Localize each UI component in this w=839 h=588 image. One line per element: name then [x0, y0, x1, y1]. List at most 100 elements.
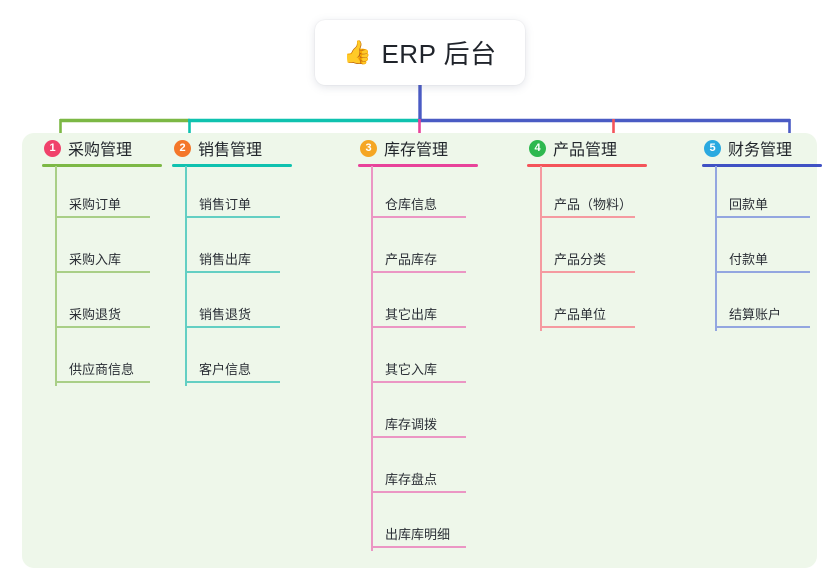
- branch-header-underline: [42, 164, 162, 167]
- branch-item[interactable]: 结算账户: [702, 276, 839, 331]
- branch-item-list: 采购订单采购入库采购退货供应商信息: [42, 166, 192, 386]
- branch-item[interactable]: 销售出库: [172, 221, 322, 276]
- branch-title: 采购管理: [68, 142, 133, 159]
- thumbs-up-icon: 👍: [343, 39, 373, 65]
- branch-item-underline: [715, 326, 810, 328]
- branch-header-underline: [172, 164, 292, 167]
- branch-item[interactable]: 库存调拨: [358, 386, 508, 441]
- branch-header-underline: [527, 164, 647, 167]
- branch-item-underline: [371, 271, 466, 273]
- root-node-card[interactable]: 👍 ERP 后台: [315, 20, 525, 85]
- branch-item-underline: [371, 546, 466, 548]
- branch-item-underline: [185, 271, 280, 273]
- branch-header-4[interactable]: 4 产品管理: [527, 133, 677, 163]
- branch-item[interactable]: 销售退货: [172, 276, 322, 331]
- branch-item-label: 回款单: [729, 197, 769, 212]
- branch-item-label: 销售出库: [199, 252, 252, 267]
- branch-item-underline: [371, 216, 466, 218]
- branch-item-underline: [55, 326, 150, 328]
- branch-title: 财务管理: [728, 142, 793, 159]
- branch-item-label: 采购退货: [69, 307, 122, 322]
- branch-item-label: 产品库存: [385, 252, 438, 267]
- branch-item-label: 客户信息: [199, 362, 252, 377]
- branch-index-badge: 5: [704, 139, 721, 157]
- branch-stem-line: [55, 166, 57, 386]
- branch-item-underline: [185, 326, 280, 328]
- branch-column-1: 1 采购管理采购订单采购入库采购退货供应商信息: [42, 133, 192, 386]
- branch-item-label: 库存调拨: [385, 417, 438, 432]
- branch-item-label: 产品分类: [554, 252, 607, 267]
- branch-item[interactable]: 仓库信息: [358, 166, 508, 221]
- branch-item[interactable]: 采购退货: [42, 276, 192, 331]
- branch-item[interactable]: 付款单: [702, 221, 839, 276]
- branch-item[interactable]: 回款单: [702, 166, 839, 221]
- branch-title: 产品管理: [553, 142, 618, 159]
- branch-index-badge: 4: [529, 139, 546, 157]
- branch-header-2[interactable]: 2 销售管理: [172, 133, 322, 163]
- branch-item-label: 仓库信息: [385, 197, 438, 212]
- branch-item-label: 采购订单: [69, 197, 122, 212]
- branch-item-label: 出库库明细: [385, 527, 451, 542]
- branch-item-underline: [540, 326, 635, 328]
- branch-title: 销售管理: [198, 142, 263, 159]
- branch-item-label: 销售退货: [199, 307, 252, 322]
- branch-index-badge: 3: [360, 139, 377, 157]
- branch-stem-line: [540, 166, 542, 331]
- branch-item[interactable]: 库存盘点: [358, 441, 508, 496]
- branch-item-underline: [55, 271, 150, 273]
- branch-index-badge: 2: [174, 139, 191, 157]
- branch-item[interactable]: 出库库明细: [358, 496, 508, 551]
- branch-item-label: 结算账户: [729, 307, 782, 322]
- branch-item-list: 仓库信息产品库存其它出库其它入库库存调拨库存盘点出库库明细: [358, 166, 508, 551]
- branch-item-list: 销售订单销售出库销售退货客户信息: [172, 166, 322, 386]
- branch-item[interactable]: 产品（物料）: [527, 166, 677, 221]
- branch-column-2: 2 销售管理销售订单销售出库销售退货客户信息: [172, 133, 322, 386]
- branch-item-label: 销售订单: [199, 197, 252, 212]
- branch-stem-line: [371, 166, 373, 551]
- branch-item-label: 供应商信息: [69, 362, 135, 377]
- branch-item-underline: [55, 381, 150, 383]
- branch-item[interactable]: 产品分类: [527, 221, 677, 276]
- branch-item[interactable]: 销售订单: [172, 166, 322, 221]
- branch-item[interactable]: 产品单位: [527, 276, 677, 331]
- root-node-title: 👍 ERP 后台: [343, 34, 496, 71]
- branch-item-label: 其它入库: [385, 362, 438, 377]
- branch-column-4: 4 产品管理产品（物料） 产品分类产品单位: [527, 133, 677, 331]
- branch-item-underline: [185, 216, 280, 218]
- branch-item[interactable]: 采购入库: [42, 221, 192, 276]
- branch-item-label: 产品单位: [554, 307, 607, 322]
- branch-item-underline: [371, 436, 466, 438]
- branch-item-underline: [371, 381, 466, 383]
- branch-item[interactable]: 其它出库: [358, 276, 508, 331]
- branch-item-underline: [715, 216, 810, 218]
- branch-item[interactable]: 供应商信息: [42, 331, 192, 386]
- branch-header-5[interactable]: 5 财务管理: [702, 133, 839, 163]
- branch-item-list: 回款单付款单结算账户: [702, 166, 839, 331]
- branch-column-5: 5 财务管理回款单付款单结算账户: [702, 133, 839, 331]
- root-title-text: ERP 后台: [381, 39, 497, 69]
- branch-index-badge: 1: [44, 139, 61, 157]
- branch-header-1[interactable]: 1 采购管理: [42, 133, 192, 163]
- branch-item-underline: [185, 381, 280, 383]
- branch-item-label: 付款单: [729, 252, 769, 267]
- branch-item-list: 产品（物料） 产品分类产品单位: [527, 166, 677, 331]
- branch-item-label: 产品（物料）: [554, 197, 633, 212]
- branch-item-underline: [55, 216, 150, 218]
- branch-item-underline: [371, 491, 466, 493]
- branch-item-label: 其它出库: [385, 307, 438, 322]
- branch-item[interactable]: 采购订单: [42, 166, 192, 221]
- branch-item-label: 采购入库: [69, 252, 122, 267]
- branch-stem-line: [715, 166, 717, 331]
- branch-item[interactable]: 产品库存: [358, 221, 508, 276]
- branch-item[interactable]: 客户信息: [172, 331, 322, 386]
- branch-item-underline: [540, 271, 635, 273]
- branch-header-underline: [702, 164, 822, 167]
- branch-item-underline: [715, 271, 810, 273]
- branch-item[interactable]: 其它入库: [358, 331, 508, 386]
- branch-item-underline: [371, 326, 466, 328]
- branch-item-label: 库存盘点: [385, 472, 438, 487]
- branches-panel: 1 采购管理采购订单采购入库采购退货供应商信息 2 销售管理销售订单销售出库销售退货客…: [22, 133, 822, 568]
